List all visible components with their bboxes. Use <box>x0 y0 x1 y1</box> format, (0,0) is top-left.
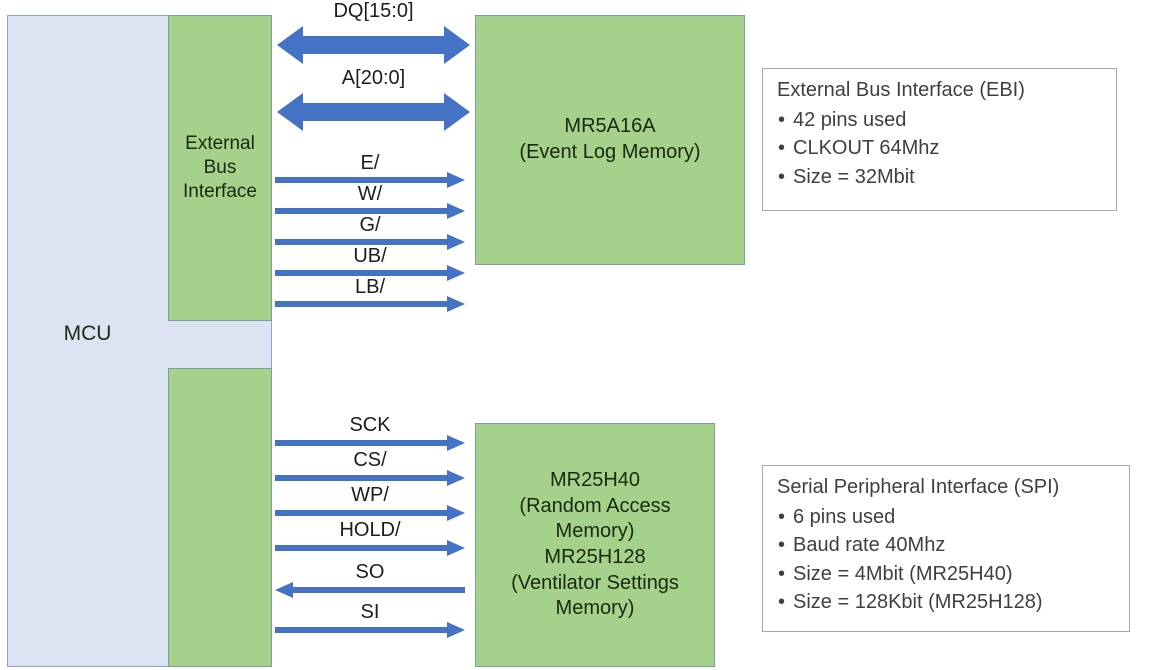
signal-label-so: SO <box>355 561 385 583</box>
signal-arrow-si <box>275 622 465 638</box>
signal-arrow-a <box>277 91 470 133</box>
settings-memory-line-6: Memory) <box>555 597 635 620</box>
event-log-memory-line-1: MR5A16A <box>564 115 656 138</box>
ebi-note-list: 42 pins used CLKOUT 64Mhz Size = 32Mbit <box>777 106 1104 192</box>
signal-label-a: A[20:0] <box>341 67 406 89</box>
signal-arrow-g <box>275 234 465 250</box>
signal-arrow-wp <box>275 505 465 521</box>
ebi-block-line-1: External <box>185 132 255 154</box>
signal-label-dq: DQ[15:0] <box>333 0 414 22</box>
signal-arrow-ub <box>275 265 465 281</box>
spi-note-item: Size = 4Mbit (MR25H40) <box>777 560 1117 589</box>
spi-note-item: Baud rate 40Mhz <box>777 531 1117 560</box>
ebi-note-item: 42 pins used <box>777 106 1104 135</box>
signal-arrow-cs <box>275 470 465 486</box>
signal-label-cs: CS/ <box>353 449 387 471</box>
settings-memory-line-2: (Random Access <box>519 494 671 517</box>
mcu-block <box>7 15 168 667</box>
ebi-note-title: External Bus Interface (EBI) <box>777 79 1025 101</box>
signal-label-si: SI <box>360 601 380 623</box>
signal-label-ub: UB/ <box>353 245 387 267</box>
signal-arrow-e <box>275 172 465 188</box>
settings-memory-block: MR25H40 (Random Access Memory) MR25H128 … <box>475 423 715 667</box>
signal-arrow-dq <box>277 24 470 66</box>
signal-label-g: G/ <box>359 214 381 236</box>
signal-arrow-w <box>275 203 465 219</box>
spi-note-item: 6 pins used <box>777 503 1117 532</box>
signal-arrow-sck <box>275 435 465 451</box>
ebi-note-item: Size = 32Mbit <box>777 163 1104 192</box>
mcu-label: MCU <box>63 322 112 345</box>
signal-label-w: W/ <box>357 183 383 205</box>
settings-memory-line-4: MR25H128 <box>544 546 646 568</box>
ebi-note-box: External Bus Interface (EBI) 42 pins use… <box>762 68 1117 211</box>
signal-label-wp: WP/ <box>351 484 389 506</box>
settings-memory-line-5: (Ventilator Settings <box>511 571 679 594</box>
signal-label-hold: HOLD/ <box>339 519 401 541</box>
event-log-memory-line-2: (Event Log Memory) <box>519 141 701 163</box>
settings-memory-line-1: MR25H40 <box>549 469 641 492</box>
ebi-note-item: CLKOUT 64Mhz <box>777 134 1104 163</box>
signal-arrow-hold <box>275 540 465 556</box>
spi-note-item: Size = 128Kbit (MR25H128) <box>777 588 1117 617</box>
external-bus-interface-block: External Bus Interface <box>168 15 272 321</box>
spi-interface-block <box>168 368 272 667</box>
settings-memory-line-3: Memory) <box>555 520 635 543</box>
ebi-block-line-2: Bus <box>203 156 237 178</box>
signal-label-sck: SCK <box>349 414 391 436</box>
spi-note-list: 6 pins used Baud rate 40Mhz Size = 4Mbit… <box>777 503 1117 617</box>
signal-label-e: E/ <box>360 152 380 174</box>
signal-arrow-so <box>275 582 465 598</box>
ebi-block-line-3: Interface <box>183 181 257 203</box>
spi-note-title: Serial Peripheral Interface (SPI) <box>777 476 1060 498</box>
spi-note-box: Serial Peripheral Interface (SPI) 6 pins… <box>762 465 1130 632</box>
signal-label-lb: LB/ <box>354 276 386 298</box>
signal-arrow-lb <box>275 296 465 312</box>
event-log-memory-block: MR5A16A (Event Log Memory) <box>475 15 745 265</box>
